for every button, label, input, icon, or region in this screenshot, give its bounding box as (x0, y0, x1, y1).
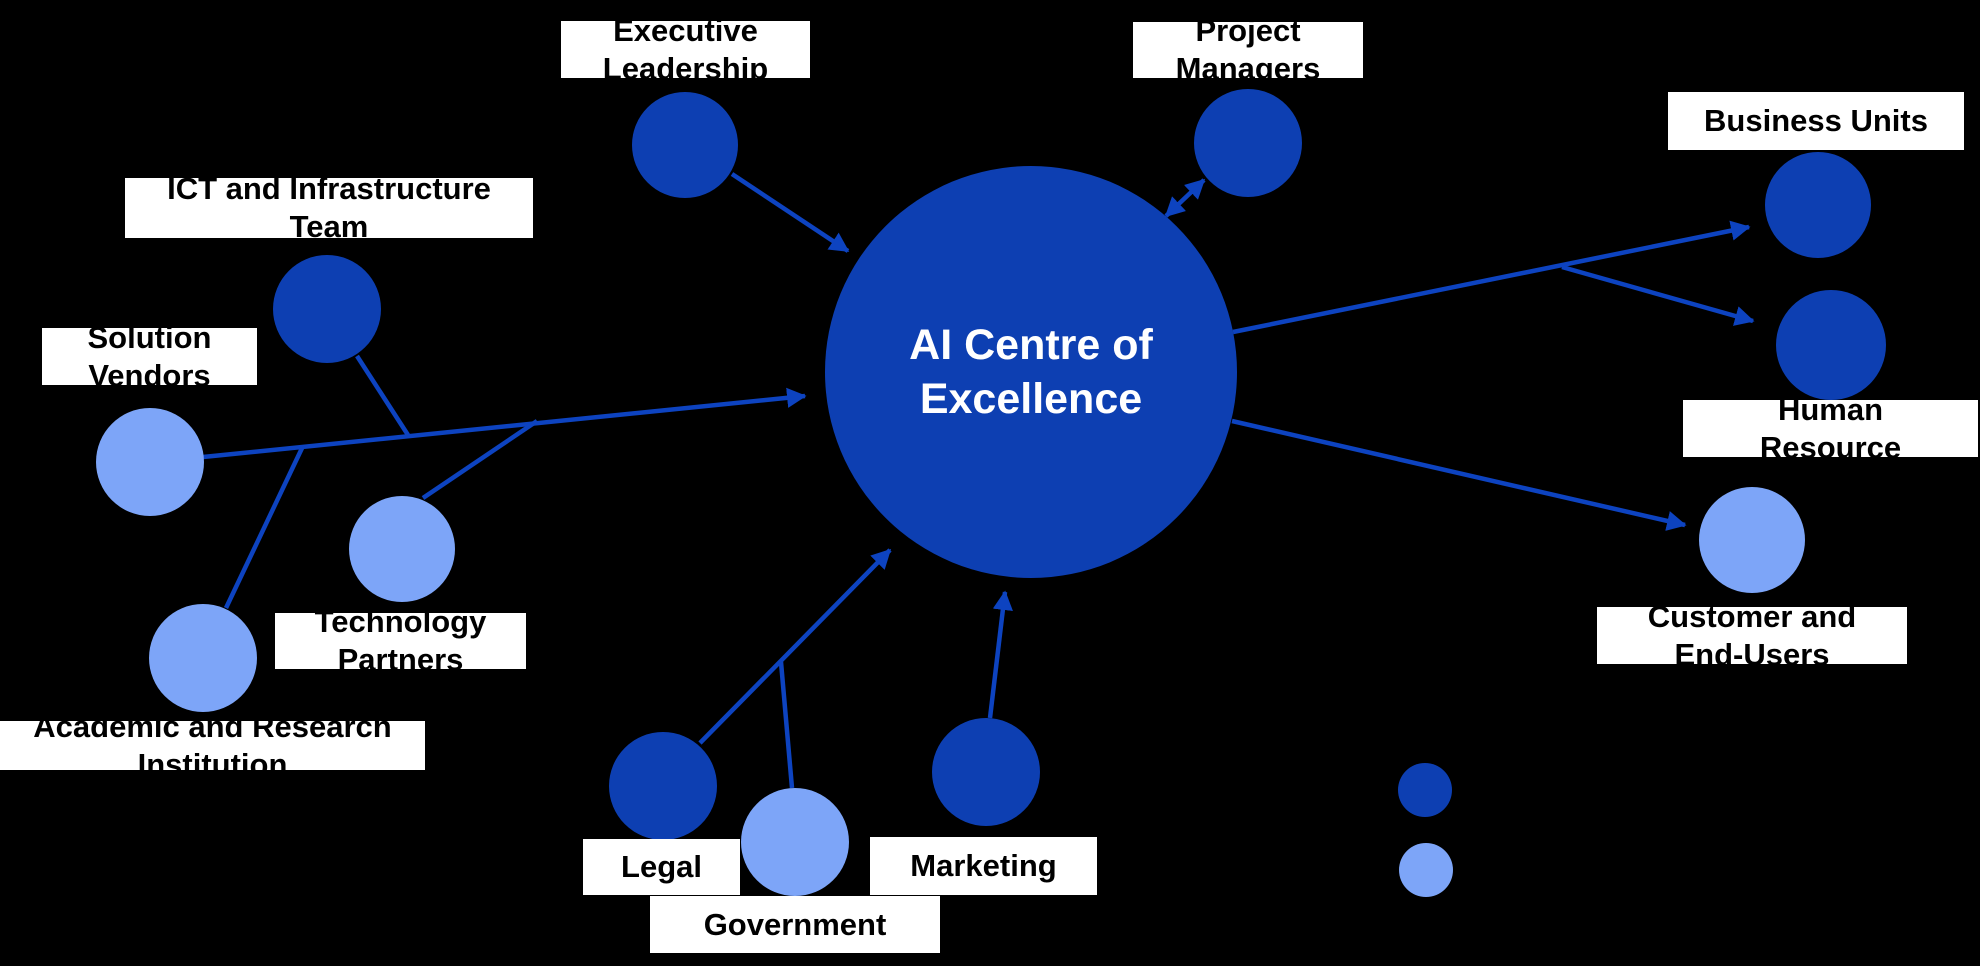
connector-academic-institution-branch (223, 445, 306, 609)
connector-centre-to-customer-end-users (1231, 418, 1687, 531)
node-ict-team-circle (273, 255, 381, 363)
node-ict-team-label: ICT and Infrastructure Team (125, 178, 533, 238)
connector-centre-to-business-units (1232, 220, 1751, 335)
connector-centre-to-human-resource (1561, 264, 1755, 326)
node-technology-partners-circle (349, 496, 455, 602)
connector-government-branch (778, 661, 795, 789)
node-academic-institution-label: Academic and Research Institution (0, 721, 425, 770)
node-executive-leadership-label: Executive Leadership (561, 21, 810, 78)
legend-external-marker-circle (1399, 843, 1453, 897)
connector-legal-to-centre (698, 548, 892, 745)
node-technology-partners-label: Technology Partners (275, 613, 526, 669)
connector-ict-team-branch (355, 354, 410, 437)
connector-solution-vendors-to-centre (202, 387, 807, 460)
node-human-resource-circle (1776, 290, 1886, 400)
node-marketing-circle (932, 718, 1040, 826)
node-business-units-circle (1765, 152, 1871, 258)
connector-project-managers-centre-bidirectional (1164, 178, 1206, 218)
node-government-label: Government (650, 896, 940, 953)
node-customer-end-users-label: Customer and End-Users (1597, 607, 1907, 664)
connector-marketing-to-centre (987, 590, 1013, 719)
node-solution-vendors-label: Solution Vendors (42, 328, 257, 385)
legend-internal-marker-circle (1398, 763, 1452, 817)
node-human-resource-label: Human Resource (1683, 400, 1978, 457)
node-legal-label: Legal (583, 839, 740, 895)
node-customer-end-users-circle (1699, 487, 1805, 593)
node-academic-institution-circle (149, 604, 257, 712)
connector-technology-partners-branch (421, 419, 539, 500)
node-project-managers-circle (1194, 89, 1302, 197)
node-legal-circle (609, 732, 717, 840)
node-executive-leadership-circle (632, 92, 738, 198)
node-business-units-label: Business Units (1668, 92, 1964, 150)
node-project-managers-label: Project Managers (1133, 22, 1363, 78)
centre-hub-circle (825, 166, 1237, 578)
node-marketing-label: Marketing (870, 837, 1097, 895)
connector-executive-leadership-to-centre (730, 172, 850, 253)
node-government-circle (741, 788, 849, 896)
centre-hub-label: AI Centre of Excellence (909, 321, 1153, 423)
node-solution-vendors-circle (96, 408, 204, 516)
